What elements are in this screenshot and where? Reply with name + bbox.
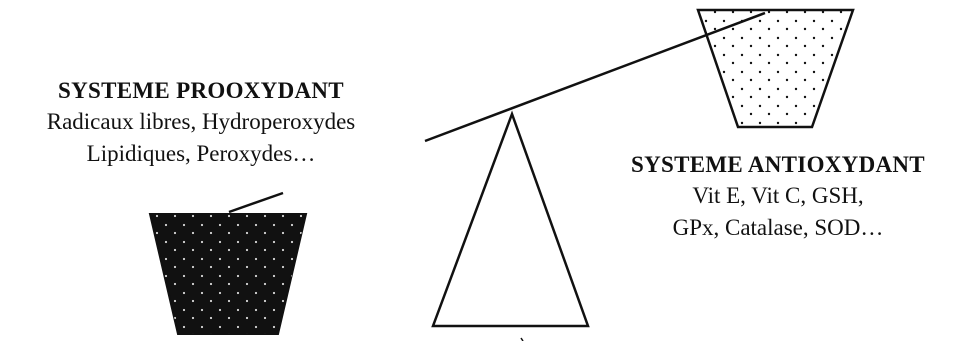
prooxidant-title: SYSTEME PROOXYDANT bbox=[58, 78, 344, 103]
antioxidant-line-1: Vit E, Vit C, GSH, bbox=[692, 183, 864, 208]
prooxidant-pan-dots bbox=[150, 214, 306, 334]
antioxidant-line-2: GPx, Catalase, SOD… bbox=[672, 215, 884, 240]
antioxidant-pan bbox=[696, 8, 855, 129]
prooxidant-line-1: Radicaux libres, Hydroperoxydes bbox=[46, 109, 356, 134]
left-beam-stub bbox=[228, 191, 284, 214]
prooxidant-system-label: SYSTEME PROOXYDANT Radicaux libres, Hydr… bbox=[0, 76, 402, 170]
fulcrum-triangle bbox=[431, 110, 590, 328]
antioxidant-system-label: SYSTEME ANTIOXYDANT Vit E, Vit C, GSH, G… bbox=[598, 150, 958, 244]
antioxidant-title: SYSTEME ANTIOXYDANT bbox=[631, 152, 925, 177]
prooxidant-line-2: Lipidiques, Peroxydes… bbox=[86, 141, 316, 166]
